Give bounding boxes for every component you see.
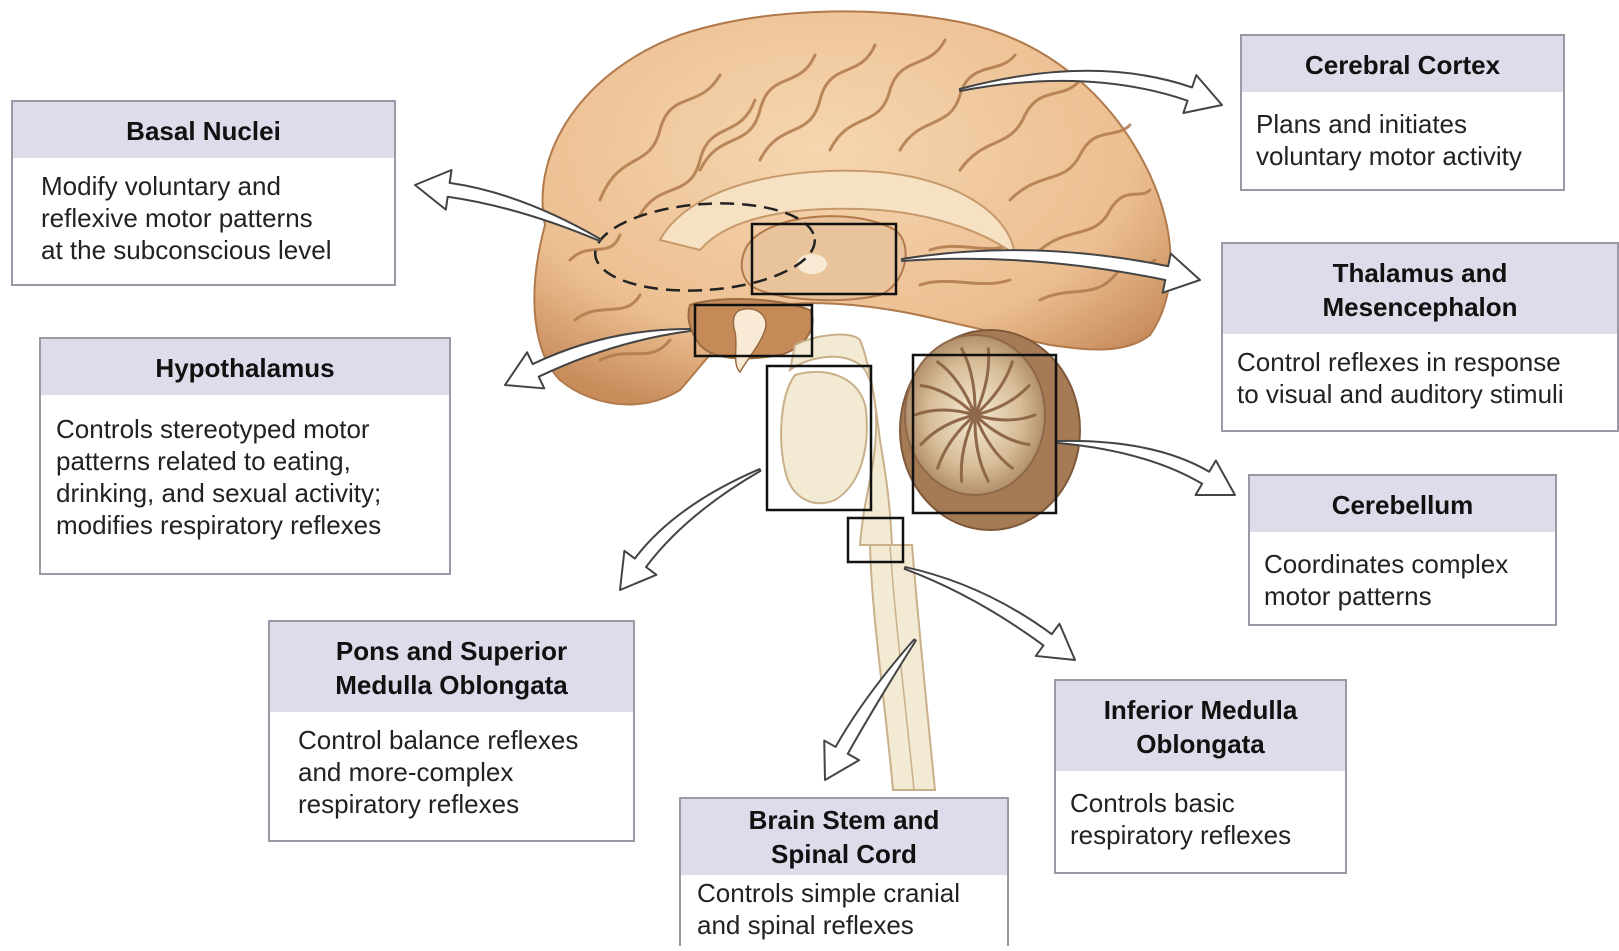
pons-superior-medulla-callout: Pons and Superior Medulla Oblongata Cont… [268, 620, 635, 842]
thalamus-mesencephalon-title: Thalamus and Mesencephalon [1223, 244, 1617, 334]
pons-superior-medulla-title: Pons and Superior Medulla Oblongata [270, 622, 633, 712]
pons-superior-medulla-description: Control balance reflexes and more-comple… [270, 712, 633, 830]
basal-nuclei-description: Modify voluntary and reflexive motor pat… [13, 158, 394, 276]
spinal-cord-shape [870, 545, 935, 790]
hypothalamus-description: Controls stereotyped motor patterns rela… [41, 395, 449, 551]
pons-shape [781, 372, 867, 503]
inferior-medulla-description: Controls basic respiratory reflexes [1056, 771, 1345, 861]
inferior-medulla-callout: Inferior Medulla Oblongata Controls basi… [1054, 679, 1347, 874]
cerebral-cortex-description: Plans and initiates voluntary motor acti… [1242, 92, 1563, 182]
thalamus-mesencephalon-callout: Thalamus and Mesencephalon Control refle… [1221, 242, 1619, 432]
brain-stem-spinal-cord-callout: Brain Stem and Spinal Cord Controls simp… [679, 797, 1009, 946]
cerebellum-shape [900, 330, 1080, 530]
hypothalamus-title: Hypothalamus [41, 339, 449, 395]
hypothalamus-callout: Hypothalamus Controls stereotyped motor … [39, 337, 451, 575]
brain-stem-spinal-cord-title: Brain Stem and Spinal Cord [681, 799, 1007, 875]
cerebral-cortex-title: Cerebral Cortex [1242, 36, 1563, 92]
inferior-medulla-title: Inferior Medulla Oblongata [1056, 681, 1345, 771]
cerebellum-callout: Cerebellum Coordinates complex motor pat… [1248, 474, 1557, 626]
basal-nuclei-callout: Basal Nuclei Modify voluntary and reflex… [11, 100, 396, 286]
arrow-icon [905, 567, 1075, 660]
arrow-icon [620, 469, 760, 590]
ventricle-shape [733, 309, 766, 372]
brain-stem-spinal-cord-description: Controls simple cranial and spinal refle… [681, 875, 1007, 951]
basal-nuclei-title: Basal Nuclei [13, 102, 394, 158]
arrow-icon [1058, 441, 1235, 495]
cerebellum-description: Coordinates complex motor patterns [1250, 532, 1555, 622]
cerebral-cortex-callout: Cerebral Cortex Plans and initiates volu… [1240, 34, 1565, 191]
cerebellum-title: Cerebellum [1250, 476, 1555, 532]
thalamus-mesencephalon-description: Control reflexes in response to visual a… [1223, 334, 1617, 420]
thalamus-highlight [797, 254, 827, 274]
